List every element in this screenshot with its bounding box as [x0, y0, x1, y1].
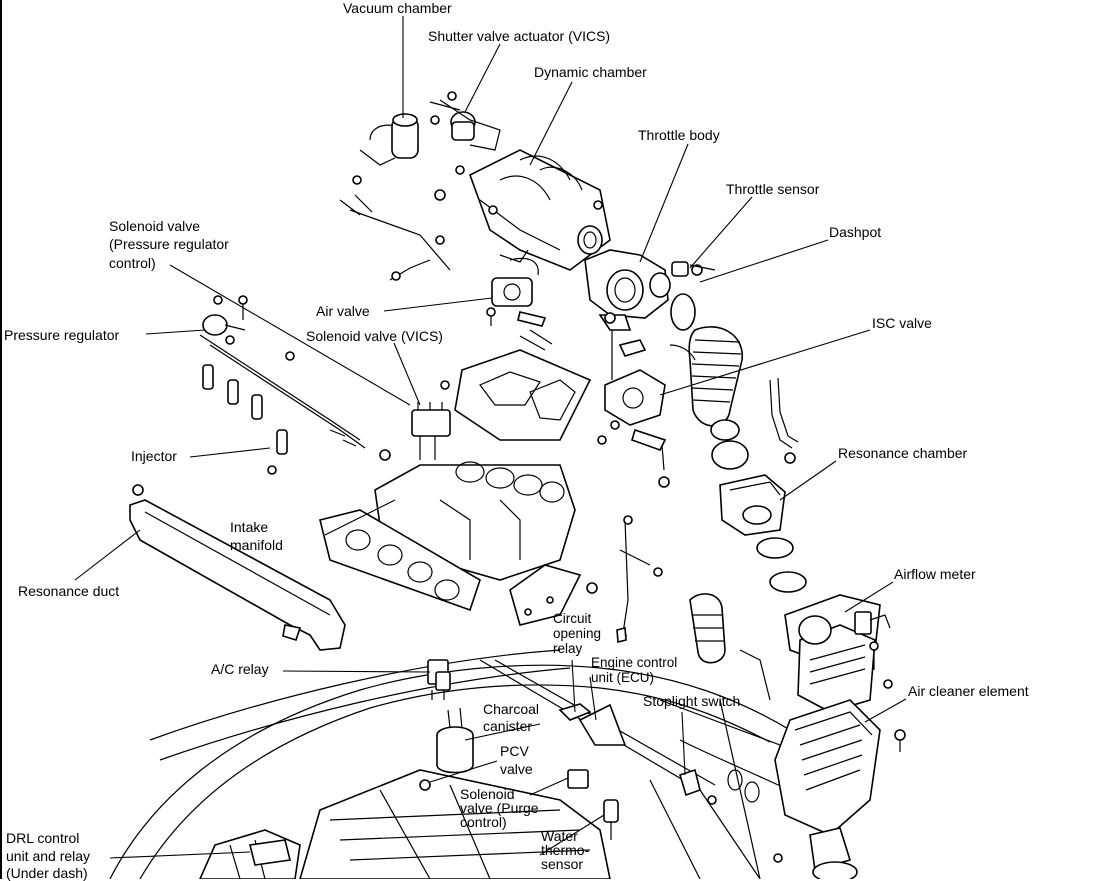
label-circuit-opening-relay-line-3: relay: [553, 641, 583, 656]
label-solenoid-valve-vics: Solenoid valve (VICS): [306, 328, 443, 344]
label-dynamic-chamber: Dynamic chamber: [534, 64, 647, 80]
label-air-valve: Air valve: [316, 303, 370, 319]
label-water-thermosensor-line-3: sensor: [541, 856, 584, 872]
resonance-chamber-part: [719, 474, 807, 593]
label-stoplight-switch: Stoplight switch: [643, 693, 741, 709]
drl-control-unit-part: [249, 839, 291, 866]
label-water-thermosensor-line-1: Water: [541, 828, 578, 844]
intake-manifold-part: [319, 461, 663, 641]
throttle-body-part: [584, 249, 716, 331]
label-resonance-chamber: Resonance chamber: [838, 445, 968, 461]
label-throttle-sensor: Throttle sensor: [726, 181, 820, 197]
pcv-valve-part: [419, 779, 431, 791]
purge-solenoid-part: [567, 769, 589, 789]
resonance-duct-part: [129, 484, 346, 651]
fuel-rail-injectors-part: [199, 295, 366, 475]
shutter-valve-actuator-part: [429, 91, 501, 151]
label-charcoal-canister-line-1: Charcoal: [483, 701, 540, 717]
label-shutter-valve-actuator: Shutter valve actuator (VICS): [428, 28, 611, 44]
solenoid-valve-vics-part: [379, 380, 451, 461]
label-charcoal-canister-line-2: canister: [483, 718, 533, 734]
bracket-part: [509, 564, 582, 626]
label-pressure-regulator: Pressure regulator: [4, 327, 120, 343]
label-air-cleaner-element: Air cleaner element: [908, 683, 1029, 699]
label-solenoid-valve-prc-line-1: Solenoid valve: [109, 218, 201, 234]
stoplight-switch-part: [679, 768, 717, 805]
label-solenoid-valve-prc-line-2: (Pressure regulator: [109, 236, 229, 252]
hose-part: [689, 593, 771, 701]
label-drl-line-3: (Under dash): [6, 865, 88, 881]
air-valve-part: [486, 249, 547, 327]
gasket-plate-part: [454, 329, 592, 441]
dynamic-chamber-part: [339, 149, 611, 281]
label-drl-line-1: DRL control: [6, 830, 80, 846]
label-ecu-line-1: Engine control: [591, 655, 678, 670]
label-airflow-meter: Airflow meter: [894, 566, 976, 582]
label-injector: Injector: [131, 448, 177, 464]
label-isc-valve: ISC valve: [872, 315, 932, 331]
label-solenoid-valve-prc-line-3: control): [109, 255, 156, 271]
leader-lines: [74, 16, 907, 859]
air-cleaner-part: [773, 699, 906, 879]
label-vacuum-chamber: Vacuum chamber: [343, 0, 452, 16]
label-ac-relay: A/C relay: [211, 661, 269, 677]
charcoal-canister-part: [436, 707, 474, 774]
label-intake-manifold-line-1: Intake: [230, 519, 269, 535]
label-throttle-body: Throttle body: [638, 127, 720, 143]
label-resonance-duct: Resonance duct: [18, 583, 120, 599]
label-pcv-valve-line-1: PCV: [500, 743, 529, 759]
label-circuit-opening-relay-line-1: Circuit: [553, 611, 592, 626]
label-solenoid-valve-purge-line-3: control): [460, 814, 507, 830]
water-thermosensor-part: [603, 799, 619, 840]
vacuum-chamber-part: [359, 113, 419, 166]
label-drl-line-2: unit and relay: [6, 848, 91, 864]
air-intake-hose-part: [669, 293, 799, 470]
label-solenoid-valve-purge-line-2: valve (Purge: [460, 800, 539, 816]
label-circuit-opening-relay-line-2: opening: [553, 626, 602, 641]
label-dashpot: Dashpot: [829, 224, 882, 240]
label-water-thermosensor-line-2: thermo-: [541, 842, 590, 858]
ac-relay-part: [427, 659, 451, 700]
label-solenoid-valve-purge-line-1: Solenoid: [460, 786, 515, 802]
isc-valve-part: [597, 330, 670, 488]
label-pcv-valve-line-2: valve: [500, 761, 533, 777]
label-intake-manifold-line-2: manifold: [230, 537, 283, 553]
engine-bay-outline: [109, 649, 821, 879]
airflow-meter-part: [784, 594, 893, 713]
label-ecu-line-2: unit (ECU): [591, 670, 655, 685]
ecu-part: [578, 703, 627, 746]
